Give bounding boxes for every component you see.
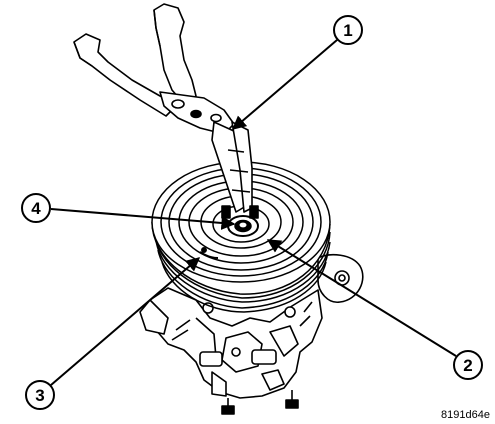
svg-text:1: 1 [343, 21, 352, 40]
clutch-pulley [151, 161, 331, 313]
leader-lines [50, 39, 457, 386]
svg-text:4: 4 [31, 199, 41, 218]
leader-line-3 [50, 257, 201, 386]
figure-code: 8191d64e [441, 409, 490, 421]
callout-1: 1 [333, 15, 363, 45]
spanner-wrench [73, 3, 259, 219]
compressor-body [139, 253, 364, 415]
leader-line-1 [231, 39, 338, 130]
svg-text:2: 2 [463, 356, 472, 375]
callout-2: 2 [453, 350, 483, 380]
leader-line-4 [50, 208, 236, 230]
svg-text:3: 3 [35, 386, 44, 405]
callout-3: 3 [25, 380, 55, 410]
callout-4: 4 [21, 193, 51, 223]
leader-line-2 [266, 239, 457, 357]
